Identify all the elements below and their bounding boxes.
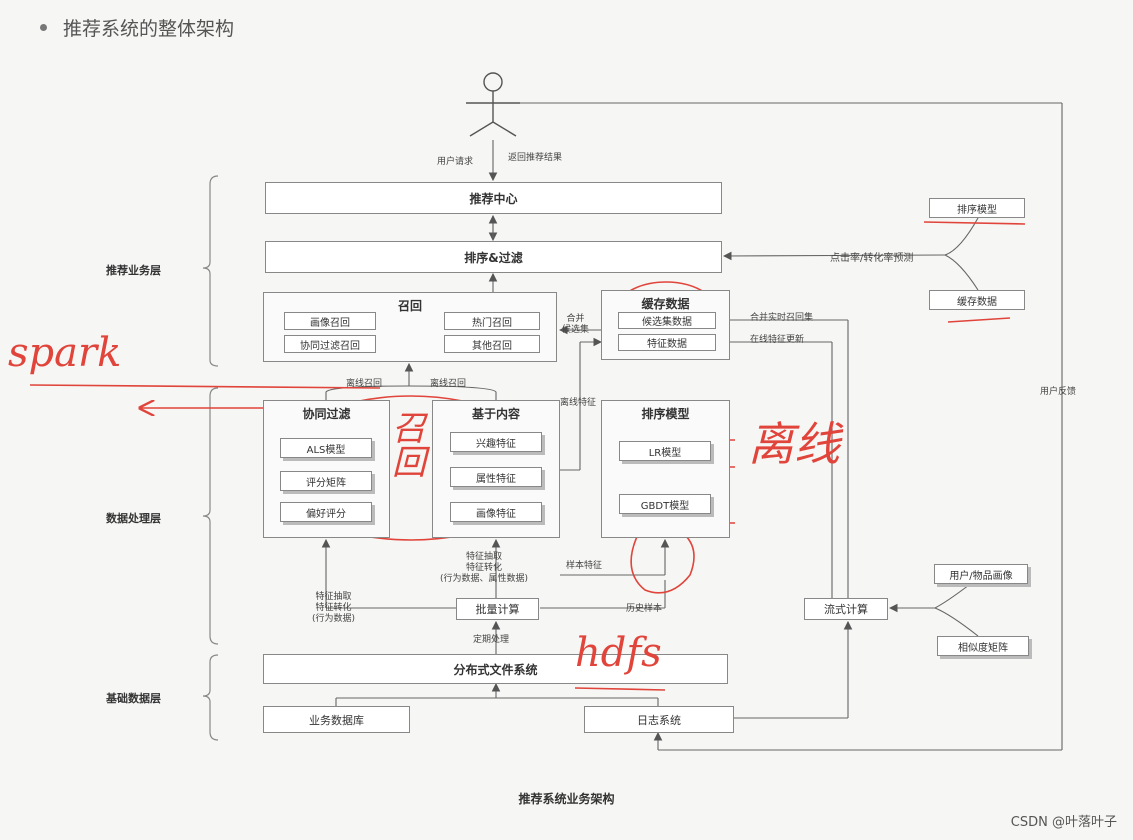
return-result-label: 返回推荐结果 (508, 153, 563, 163)
candidate-text: 候选集 (562, 325, 590, 335)
offline-feature-label: 离线特征 (560, 398, 597, 408)
batch-compute-box: 批量计算 (456, 598, 539, 620)
bullet-dot (40, 24, 47, 31)
feat-extract-left: 特征抽取 (315, 592, 352, 602)
recall-title: 召回 (397, 299, 422, 313)
diagram-caption: 推荐系统业务架构 (518, 792, 615, 806)
rank-model-title: 排序模型 (641, 407, 690, 421)
side-rank-model-box: 排序模型 (929, 198, 1025, 218)
content-panel: 基于内容 兴趣特征 属性特征 画像特征 (432, 400, 560, 538)
behavior-left: (行为数据) (312, 614, 356, 624)
layer-label-processing: 数据处理层 (106, 512, 161, 525)
rank-model-panel: 排序模型 LR模型 GBDT模型 (601, 400, 730, 538)
recall-item: 热门召回 (444, 312, 540, 330)
cf-item: 偏好评分 (280, 502, 372, 522)
handwritten-offline-note: 离线 (748, 417, 840, 471)
scheduled-label: 定期处理 (473, 635, 510, 645)
stream-compute-box: 流式计算 (804, 598, 888, 620)
user-figure-icon (466, 72, 520, 137)
hdfs-box: 分布式文件系统 (263, 654, 728, 684)
section-heading-text: 推荐系统的整体架构 (63, 18, 235, 40)
merge-label: 合并 候选集 (562, 314, 589, 336)
merge-text: 合并 (566, 314, 585, 324)
layer-label-foundation: 基础数据层 (106, 692, 161, 705)
recall-panel: 召回 画像召回 热门召回 协同过滤召回 其他召回 (263, 292, 557, 362)
content-item: 属性特征 (450, 467, 542, 487)
sample-feature-label: 样本特征 (566, 561, 603, 571)
cf-panel: 协同过滤 ALS模型 评分矩阵 偏好评分 (263, 400, 390, 538)
cf-title: 协同过滤 (302, 407, 351, 421)
layer-label-business: 推荐业务层 (106, 264, 161, 277)
rank-model-item: GBDT模型 (619, 494, 711, 514)
content-item: 画像特征 (450, 502, 542, 522)
content-item: 兴趣特征 (450, 432, 542, 452)
ctr-predict-label: 点击率/转化率预测 (830, 253, 914, 264)
rec-center-box: 推荐中心 (265, 182, 722, 214)
offline-recall-label: 离线召回 (430, 379, 467, 389)
feature-left-label: 特征抽取 特征转化 (行为数据) (312, 592, 355, 625)
feature-mid-label: 特征抽取 特征转化 (行为数据、属性数据) (440, 552, 528, 585)
log-system-box: 日志系统 (584, 706, 734, 733)
recall-item: 画像召回 (284, 312, 376, 330)
side-cache-box: 缓存数据 (929, 290, 1025, 310)
similarity-matrix-box: 相似度矩阵 (937, 636, 1029, 656)
cf-item: ALS模型 (280, 438, 372, 458)
cf-item: 评分矩阵 (280, 471, 372, 491)
recall-item: 其他召回 (444, 335, 540, 353)
handwritten-recall-note: 召回 (392, 409, 426, 483)
business-db-box: 业务数据库 (263, 706, 410, 733)
cache-item: 特征数据 (618, 334, 716, 351)
behavior-mid: (行为数据、属性数据) (440, 574, 529, 584)
cache-item: 候选集数据 (618, 312, 716, 329)
content-title: 基于内容 (471, 407, 520, 421)
layer-braces (202, 175, 219, 741)
feat-extract-mid: 特征抽取 (466, 552, 503, 562)
handwritten-hdfs: hdfs (575, 630, 662, 676)
source-credit: CSDN @叶落叶子 (1010, 815, 1117, 830)
user-request-label: 用户请求 (437, 157, 474, 167)
feat-transform-mid: 特征转化 (466, 563, 503, 573)
user-feedback-label: 用户反馈 (1040, 387, 1077, 397)
rank-filter-box: 排序&过滤 (265, 241, 722, 273)
section-heading: 推荐系统的整体架构 (40, 14, 234, 41)
history-sample-label: 历史样本 (626, 604, 663, 614)
handwritten-spark: spark (8, 330, 122, 376)
rank-model-item: LR模型 (619, 441, 711, 461)
offline-recall-label: 离线召回 (346, 379, 383, 389)
feat-transform-left: 特征转化 (315, 603, 352, 613)
cache-title: 缓存数据 (641, 297, 690, 311)
cache-panel: 缓存数据 候选集数据 特征数据 (601, 290, 730, 360)
recall-item: 协同过滤召回 (284, 335, 376, 353)
user-item-profile-box: 用户/物品画像 (934, 564, 1028, 584)
merge-realtime-label: 合并实时召回集 (750, 313, 814, 323)
online-feature-update-label: 在线特征更新 (750, 335, 805, 345)
